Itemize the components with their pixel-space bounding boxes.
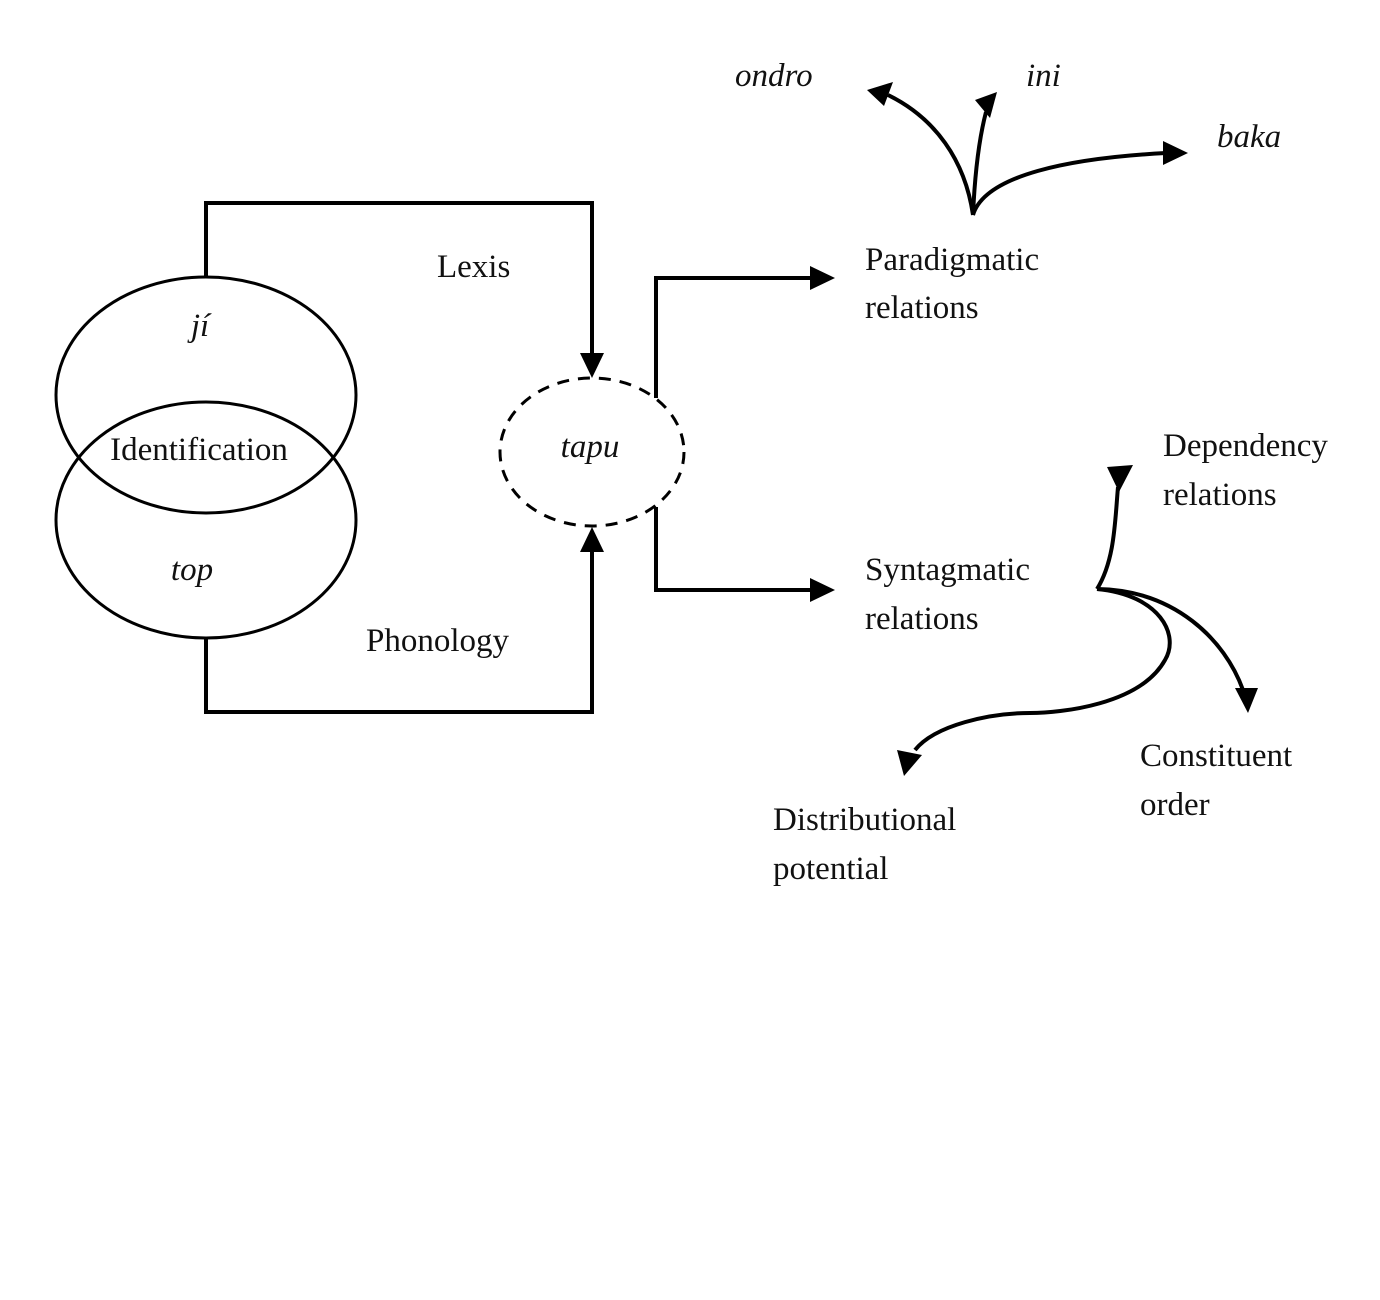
- constituent-arrowhead: [1235, 688, 1258, 713]
- ondro-label: ondro: [735, 58, 813, 94]
- dependency-label-line2: relations: [1163, 477, 1277, 513]
- ji-label: jí: [187, 308, 212, 344]
- phonology-label: Phonology: [366, 623, 510, 659]
- constituent-label-line2: order: [1140, 787, 1210, 823]
- top-label: top: [171, 552, 213, 588]
- baka-label: baka: [1217, 119, 1281, 155]
- distributional-branch: [913, 587, 1172, 752]
- ondro-branch: [887, 93, 975, 216]
- constituent-label-line1: Constituent: [1140, 738, 1292, 774]
- tapu-ellipse: [498, 376, 686, 528]
- ini-label: ini: [1026, 58, 1061, 94]
- syntagmatic-arrowhead: [810, 578, 835, 602]
- syntagmatic-connector: [654, 507, 812, 592]
- syntagmatic-label-line1: Syntagmatic: [865, 552, 1030, 588]
- baka-arrowhead: [1163, 141, 1188, 165]
- ini-branch: [971, 111, 988, 216]
- distributional-arrowhead: [897, 750, 922, 776]
- distributional-label-line1: Distributional: [773, 802, 956, 838]
- paradigmatic-arrowhead: [810, 266, 835, 290]
- ini-arrowhead: [975, 92, 997, 118]
- identification-label: Identification: [110, 432, 288, 468]
- tapu-label: tapu: [561, 429, 620, 465]
- phonology-arrowhead: [580, 527, 604, 552]
- paradigmatic-label-line2: relations: [865, 290, 979, 326]
- dependency-arrowhead: [1107, 465, 1133, 492]
- baka-branch: [971, 151, 1167, 216]
- paradigmatic-connector: [654, 276, 812, 398]
- lexis-connector: [204, 201, 594, 355]
- dependency-branch: [1095, 486, 1120, 591]
- ondro-arrowhead: [867, 82, 893, 106]
- lexis-arrowhead: [580, 353, 604, 378]
- paradigmatic-label-line1: Paradigmatic: [865, 242, 1039, 278]
- distributional-label-line2: potential: [773, 851, 888, 887]
- dependency-label-line1: Dependency: [1163, 428, 1328, 464]
- lexis-label: Lexis: [437, 249, 510, 285]
- syntagmatic-label-line2: relations: [865, 601, 979, 637]
- constituent-branch: [1096, 587, 1245, 691]
- phonology-connector: [204, 550, 594, 714]
